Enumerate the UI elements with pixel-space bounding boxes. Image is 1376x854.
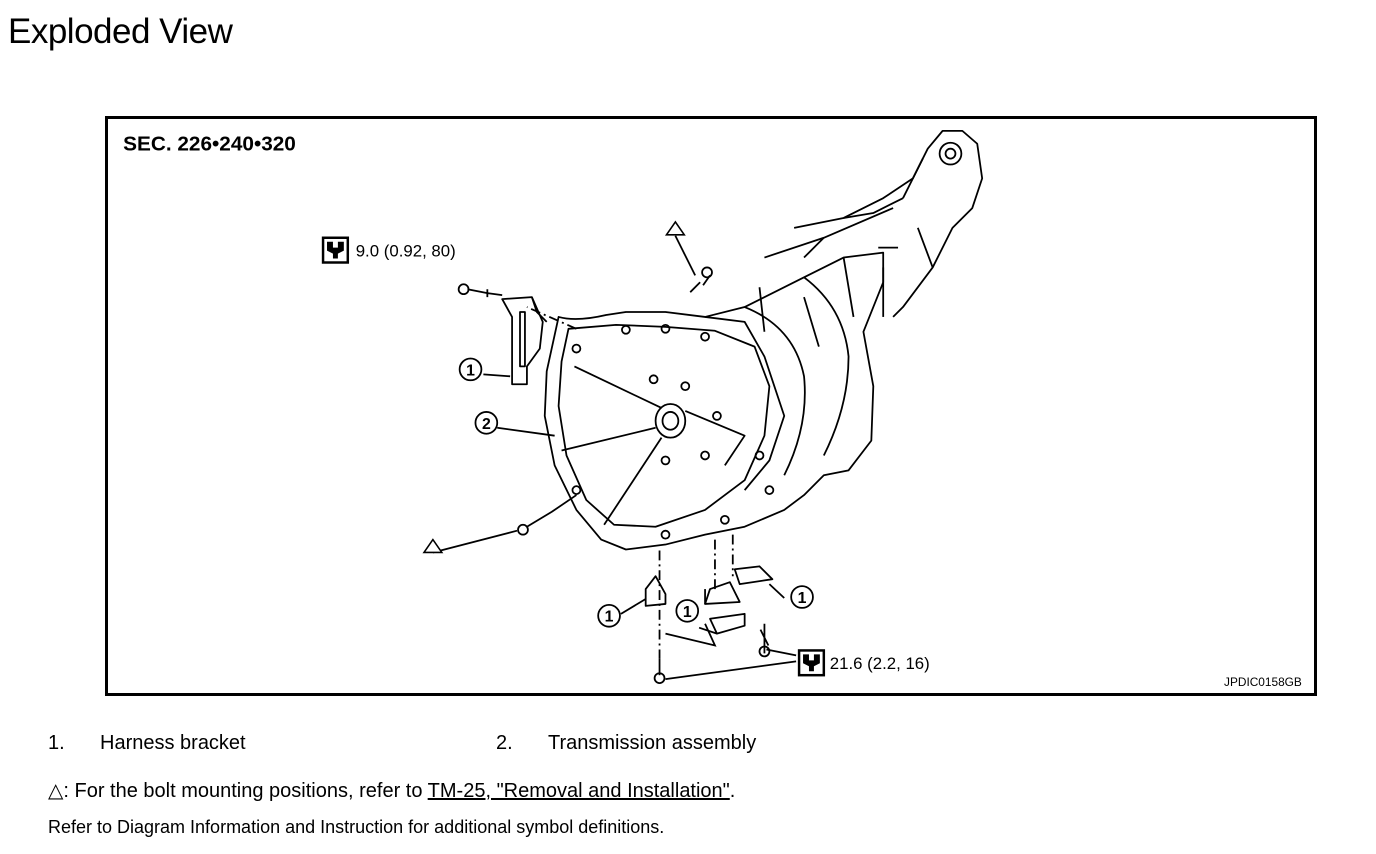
removal-installation-link[interactable]: TM-25, "Removal and Installation"	[427, 780, 730, 802]
exploded-view-figure: SEC. 226•240•320	[105, 116, 1317, 696]
section-label: SEC. 226•240•320	[123, 133, 296, 156]
callout-1: 1	[597, 604, 621, 628]
torque-wrench-icon	[797, 649, 826, 677]
bolt-note: △: For the bolt mounting positions, refe…	[48, 778, 735, 803]
legend-label: Transmission assembly	[548, 732, 757, 754]
note-prefix: : For the bolt mounting positions, refer…	[63, 780, 428, 802]
triangle-marker-icon	[664, 220, 686, 236]
callout-1: 1	[790, 585, 814, 609]
callout-2: 2	[474, 411, 499, 435]
legend-item: 1. Harness bracket	[48, 732, 246, 755]
triangle-symbol: △	[48, 780, 64, 802]
triangle-marker-icon	[422, 538, 444, 554]
callout-1-label: 1	[683, 604, 692, 621]
callout-2-label: 2	[482, 416, 491, 433]
torque-spec-top: 9.0 (0.92, 80)	[356, 242, 456, 261]
footer-note: Refer to Diagram Information and Instruc…	[48, 817, 665, 837]
torque-spec-bottom: 21.6 (2.2, 16)	[830, 654, 930, 673]
bolts-and-leaders	[432, 235, 797, 684]
torque-wrench-icon	[321, 236, 350, 264]
callout-1-label: 1	[798, 590, 807, 607]
callout-1: 1	[675, 599, 700, 623]
harness-bracket-drawings	[501, 296, 774, 635]
page-title: Exploded View	[8, 12, 233, 51]
note-suffix: .	[729, 780, 736, 802]
transmission-drawing	[543, 129, 984, 551]
transmission-diagram: SEC. 226•240•320	[123, 129, 1302, 689]
callout-1-label: 1	[466, 362, 475, 379]
legend-label: Harness bracket	[100, 732, 246, 754]
callout-1-label: 1	[605, 609, 614, 626]
image-code: JPDIC0158GB	[1224, 675, 1302, 689]
legend-item: 2. Transmission assembly	[496, 732, 756, 755]
legend-number: 1.	[48, 732, 65, 754]
callout-1: 1	[458, 357, 483, 382]
legend-number: 2.	[496, 732, 513, 754]
